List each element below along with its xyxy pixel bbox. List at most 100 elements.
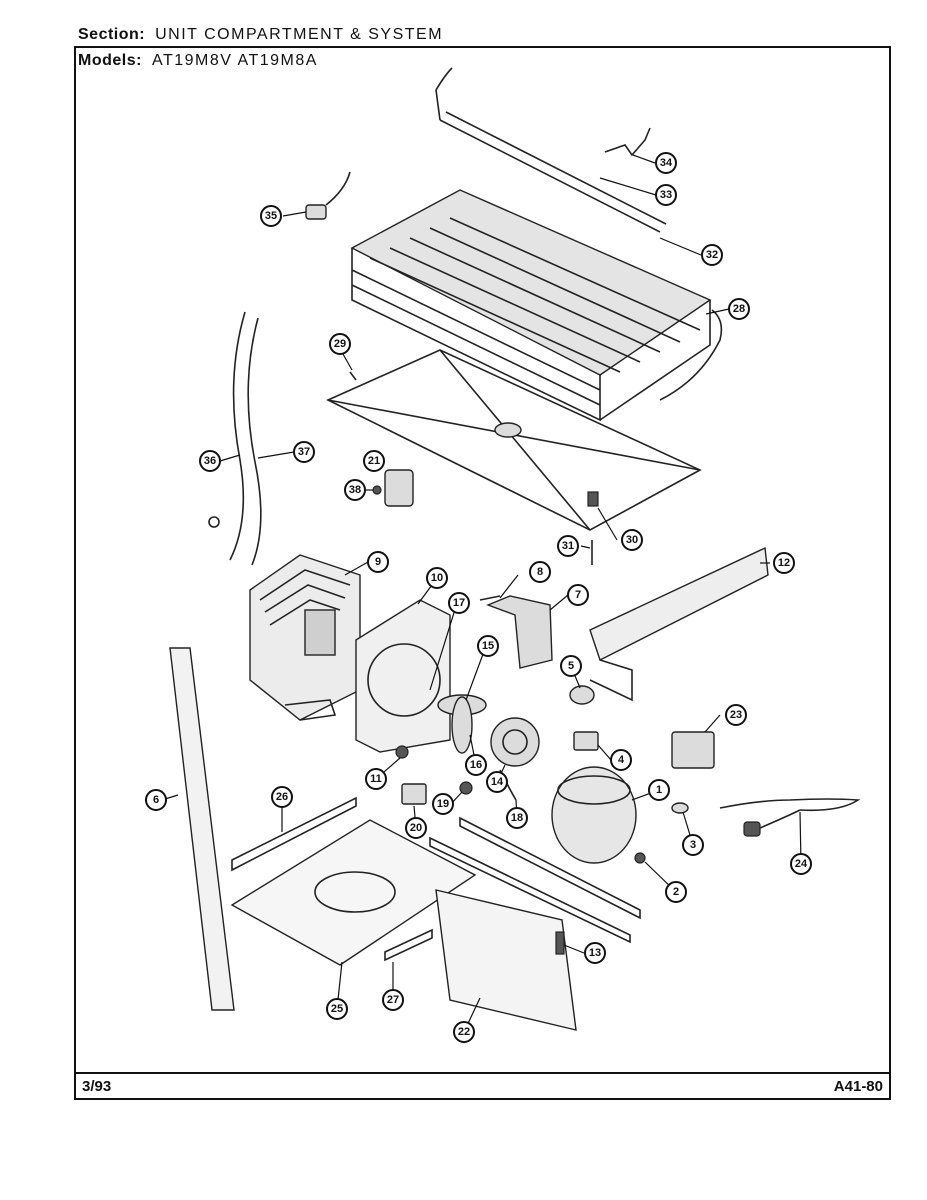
svg-text:16: 16 xyxy=(470,759,482,771)
svg-text:18: 18 xyxy=(511,812,523,824)
section-value: UNIT COMPARTMENT & SYSTEM xyxy=(155,26,444,43)
svg-text:34: 34 xyxy=(660,157,673,169)
part-12-cover-strip-drawing xyxy=(589,546,769,702)
models-heading: Models: AT19M8V AT19M8A xyxy=(78,52,318,70)
callout-23: 23 xyxy=(725,704,747,726)
part-11-grommet-drawing xyxy=(395,745,409,759)
svg-text:20: 20 xyxy=(410,822,422,834)
footer-page-code: A41-80 xyxy=(833,1078,883,1095)
svg-text:4: 4 xyxy=(618,754,625,766)
svg-text:23: 23 xyxy=(730,709,742,721)
part-10-fan-shroud-drawing xyxy=(355,599,451,753)
part-5-overload-drawing xyxy=(569,685,595,705)
callout-27: 27 xyxy=(382,989,404,1011)
svg-text:31: 31 xyxy=(562,540,574,552)
callout-4: 4 xyxy=(610,749,632,771)
svg-text:28: 28 xyxy=(733,303,745,315)
callout-34: 34 xyxy=(655,152,677,174)
callout-7: 7 xyxy=(567,584,589,606)
part-15-fan-blade-drawing xyxy=(437,694,487,754)
svg-text:24: 24 xyxy=(795,858,808,870)
callout-37: 37 xyxy=(293,441,315,463)
callout-32: 32 xyxy=(701,244,723,266)
callout-18: 18 xyxy=(506,807,528,829)
callout-26: 26 xyxy=(271,786,293,808)
callout-36: 36 xyxy=(199,450,221,472)
callout-30: 30 xyxy=(621,529,643,551)
callout-3: 3 xyxy=(682,834,704,856)
base-rail-drawing xyxy=(459,816,641,920)
part-1-compressor-drawing xyxy=(551,766,637,864)
callout-20: 20 xyxy=(405,817,427,839)
callout-8: 8 xyxy=(529,561,551,583)
svg-text:22: 22 xyxy=(458,1026,470,1038)
callout-29: 29 xyxy=(329,333,351,355)
part-24-power-cord-drawing xyxy=(719,798,861,837)
callout-1: 1 xyxy=(648,779,670,801)
base-rail-2-drawing xyxy=(429,836,631,944)
svg-text:9: 9 xyxy=(375,556,381,568)
callout-9: 9 xyxy=(367,551,389,573)
diagram-frame xyxy=(74,46,891,1100)
callout-31: 31 xyxy=(557,535,579,557)
part-9-condenser-drawing xyxy=(249,554,361,721)
callout-19: 19 xyxy=(432,793,454,815)
part-23-timer-drawing xyxy=(671,731,715,769)
part-4-relay-drawing xyxy=(573,731,599,751)
part-13-clip-drawing xyxy=(555,931,565,955)
part-25-drain-pan-drawing xyxy=(230,819,477,966)
models-value: AT19M8V AT19M8A xyxy=(151,52,318,69)
part-2-grommet-drawing xyxy=(634,852,646,864)
svg-text:15: 15 xyxy=(482,640,494,652)
svg-text:21: 21 xyxy=(368,455,380,467)
svg-text:27: 27 xyxy=(387,994,399,1006)
part-3-grommet-drawing xyxy=(671,802,689,814)
svg-text:33: 33 xyxy=(660,189,672,201)
part-29-cover-drawing xyxy=(326,349,702,531)
callout-25: 25 xyxy=(326,998,348,1020)
part-7-8-bracket-drawing xyxy=(479,595,553,669)
part-26-rail-drawing xyxy=(231,796,357,872)
models-label: Models: xyxy=(78,52,142,69)
callout-21: 21 xyxy=(363,450,385,472)
svg-text:35: 35 xyxy=(265,210,277,222)
callout-15: 15 xyxy=(477,635,499,657)
svg-text:36: 36 xyxy=(204,455,216,467)
part-6-side-panel-drawing xyxy=(169,647,235,1011)
svg-text:37: 37 xyxy=(298,446,310,458)
callout-13: 13 xyxy=(584,942,606,964)
callout-14: 14 xyxy=(486,771,508,793)
part-22-access-panel-drawing xyxy=(435,889,577,1031)
svg-text:7: 7 xyxy=(575,589,581,601)
callout-5: 5 xyxy=(560,655,582,677)
callout-6: 6 xyxy=(145,789,167,811)
part-21-38-clip-drawing xyxy=(372,469,414,507)
svg-text:6: 6 xyxy=(153,794,159,806)
callout-16: 16 xyxy=(465,754,487,776)
callout-12: 12 xyxy=(773,552,795,574)
callout-33: 33 xyxy=(655,184,677,206)
callout-10: 10 xyxy=(426,567,448,589)
callout-35: 35 xyxy=(260,205,282,227)
part-33-heater-drawing xyxy=(435,67,667,233)
footer-date: 3/93 xyxy=(82,1078,112,1095)
svg-text:13: 13 xyxy=(589,947,601,959)
callout-24: 24 xyxy=(790,853,812,875)
callout-2: 2 xyxy=(665,881,687,903)
svg-text:12: 12 xyxy=(778,557,790,569)
svg-text:25: 25 xyxy=(331,1003,343,1015)
svg-text:32: 32 xyxy=(706,249,718,261)
svg-text:30: 30 xyxy=(626,534,638,546)
part-19-grommet-drawing xyxy=(459,781,473,795)
svg-text:2: 2 xyxy=(673,886,679,898)
svg-text:10: 10 xyxy=(431,572,443,584)
svg-text:14: 14 xyxy=(491,776,504,788)
svg-text:26: 26 xyxy=(276,791,288,803)
part-35-thermostat-drawing xyxy=(305,171,351,220)
svg-text:5: 5 xyxy=(568,660,574,672)
part-36-37-tubes-drawing xyxy=(208,311,262,566)
part-27-bracket-drawing xyxy=(384,928,433,962)
svg-text:8: 8 xyxy=(537,566,543,578)
part-14-fan-motor-drawing xyxy=(490,717,540,767)
